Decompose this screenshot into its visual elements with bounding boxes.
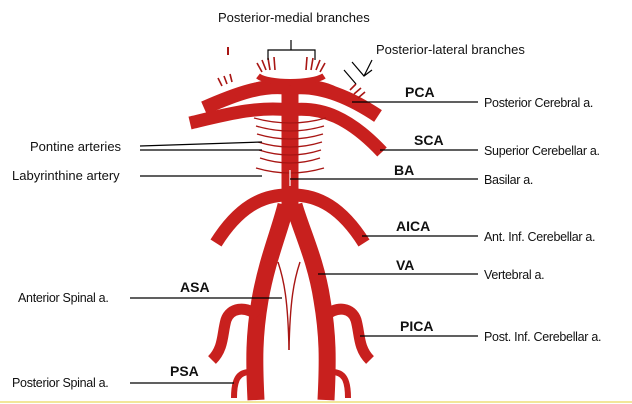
- posterior-medial-arc: [256, 73, 326, 85]
- leader-lines: [130, 40, 478, 384]
- va-fullname: Vertebral a.: [484, 268, 544, 282]
- vertebral-artery-left: [246, 202, 295, 401]
- va-abbr: VA: [396, 257, 414, 273]
- pontine-leader-1: [139, 141, 263, 147]
- pontine-label: Pontine arteries: [30, 139, 122, 154]
- asa-abbr: ASA: [180, 279, 210, 295]
- anterior-spinal-label: Anterior Spinal a.: [18, 291, 109, 305]
- aica-right: [289, 188, 370, 247]
- psa-abbr: PSA: [170, 363, 199, 379]
- sca-right: [289, 102, 387, 157]
- posterior-lateral-fringe: [217, 73, 366, 99]
- posterior-medial-label: Posterior-medial branches: [218, 10, 370, 25]
- pica-left: [207, 303, 262, 364]
- pontine-arteries: [253, 117, 327, 174]
- aica-left: [210, 188, 291, 247]
- posterior-spinal-label: Posterior Spinal a.: [12, 376, 108, 390]
- psa-right: [331, 369, 351, 399]
- sca-fullname: Superior Cerebellar a.: [484, 144, 600, 158]
- aica-abbr: AICA: [396, 218, 430, 234]
- posterior-medial-bracket: [267, 40, 316, 60]
- pca-top-right: [288, 80, 347, 100]
- pca-fullname: Posterior Cerebral a.: [484, 96, 593, 110]
- posterior-lateral-label: Posterior-lateral branches: [376, 42, 525, 57]
- posterior-lateral-bracket: [343, 59, 373, 85]
- pica-abbr: PICA: [400, 318, 433, 334]
- posterior-medial-fringe: [256, 56, 326, 73]
- labyrinthine-label: Labyrinthine artery: [12, 168, 120, 183]
- pca-top-left: [233, 80, 292, 100]
- psa-left: [231, 369, 251, 399]
- vertebral-artery-right: [285, 202, 336, 401]
- pca-abbr: PCA: [405, 84, 435, 100]
- ba-fullname: Basilar a.: [484, 173, 533, 187]
- sca-abbr: SCA: [414, 132, 444, 148]
- ba-abbr: BA: [394, 162, 414, 178]
- pica-right: [321, 303, 375, 364]
- pica-fullname: Post. Inf. Cerebellar a.: [484, 330, 601, 344]
- artery-tree: [188, 47, 387, 401]
- aica-fullname: Ant. Inf. Cerebellar a.: [484, 230, 595, 244]
- anterior-spinal-branch-right: [288, 261, 301, 351]
- anterior-spinal-branch-left: [277, 261, 290, 351]
- sca-left: [188, 102, 291, 130]
